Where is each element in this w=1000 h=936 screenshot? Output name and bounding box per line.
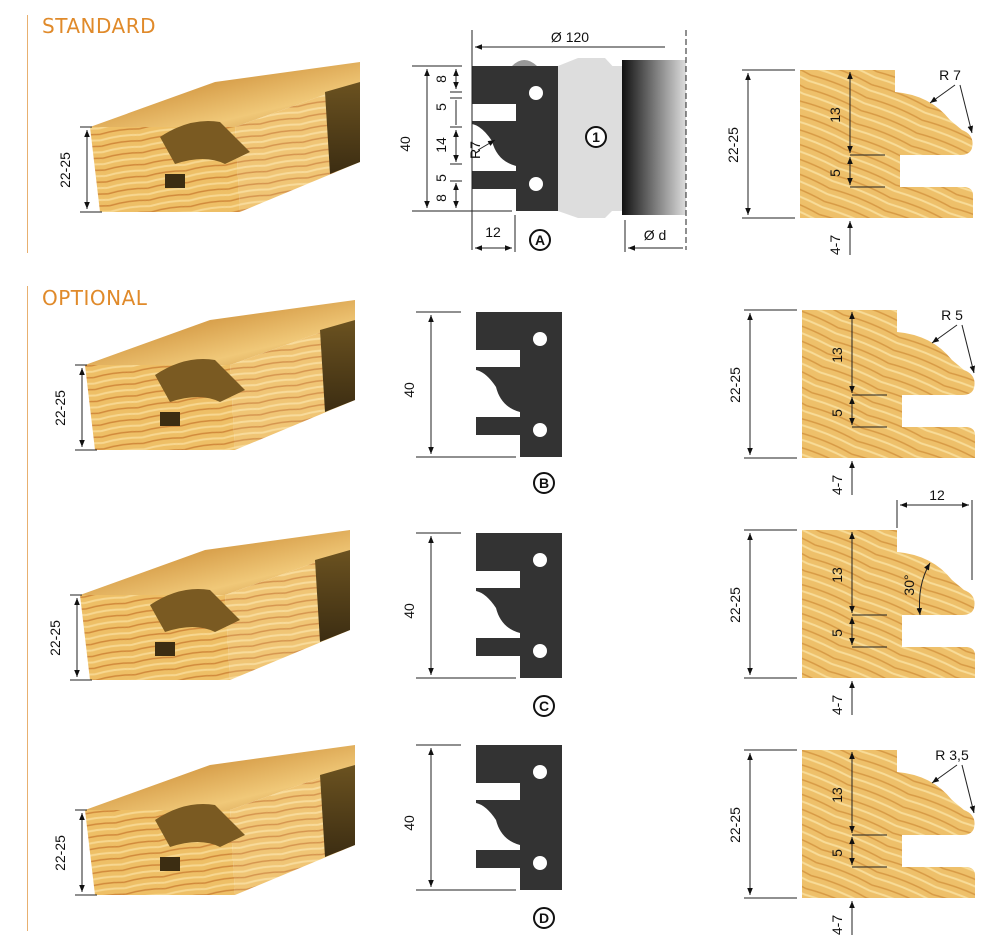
knife-label: A <box>535 232 545 248</box>
knife-hole <box>533 856 547 870</box>
profile-height-label: 22-25 <box>727 367 743 403</box>
groove-cut <box>160 412 180 426</box>
knife-label: B <box>539 475 549 491</box>
block-height-label: 22-25 <box>47 620 63 656</box>
profile-groove-label: 5 <box>829 849 845 857</box>
profile-groove-label: 5 <box>829 409 845 417</box>
wood-profile <box>802 530 975 678</box>
inner-diameter-label: Ø d <box>644 227 667 243</box>
profile-below-label: 4-7 <box>829 915 845 935</box>
profile-below-label: 4-7 <box>827 235 843 255</box>
wood-block-side <box>325 82 360 174</box>
groove-cut <box>165 174 185 188</box>
profile-radius-label: R 3,5 <box>935 747 969 763</box>
profile-width-label: 12 <box>929 487 945 503</box>
groove-cut <box>155 642 175 656</box>
knife-height-label: 40 <box>401 382 417 398</box>
profile-height-label: 22-25 <box>727 587 743 623</box>
radius-leader <box>959 84 974 134</box>
section-rule <box>27 286 28 931</box>
profile-cut <box>160 121 250 164</box>
radius-leader <box>477 139 496 151</box>
profile-cut <box>150 589 240 632</box>
groove-cut <box>160 857 180 871</box>
wood-block-side <box>320 765 355 857</box>
knife-label-circle <box>533 907 555 929</box>
block-height-label: 22-25 <box>57 152 73 188</box>
cutter-body-label-circle <box>585 126 607 148</box>
wood-profile <box>800 70 973 218</box>
knife-height-label: 40 <box>401 815 417 831</box>
wood-block-side <box>315 550 350 642</box>
radius-leader <box>961 324 976 374</box>
section-title-standard: STANDARD <box>42 14 157 38</box>
radius-leader <box>929 84 956 104</box>
knife-segment-label: 5 <box>433 103 449 111</box>
profile-upper-label: 13 <box>829 347 845 363</box>
radius-leader <box>961 764 976 814</box>
radius-leader <box>931 324 958 344</box>
knife-height-label: 40 <box>401 603 417 619</box>
screw-icon <box>512 60 537 66</box>
knife-segment-label: 14 <box>433 137 449 153</box>
knife-profile <box>476 745 562 890</box>
knife-radius-label: R7 <box>467 141 483 159</box>
profile-height-label: 22-25 <box>725 127 741 163</box>
wood-profile <box>802 750 975 898</box>
profile-upper-label: 13 <box>827 107 843 123</box>
profile-cut <box>155 359 245 402</box>
knife-profile <box>472 66 558 211</box>
knife-segment-label: 5 <box>433 174 449 182</box>
block-height-label: 22-25 <box>52 835 68 871</box>
knife-height-label: 40 <box>397 136 413 152</box>
profile-groove-label: 5 <box>827 169 843 177</box>
wood-profile <box>802 310 975 458</box>
knife-label: C <box>539 698 549 714</box>
profile-groove-label: 5 <box>829 629 845 637</box>
knife-label-circle <box>533 472 555 494</box>
knife-hole <box>533 765 547 779</box>
section-rule <box>27 15 28 253</box>
profile-radius-label: R 5 <box>941 307 963 323</box>
knife-segment-label: 8 <box>433 75 449 83</box>
profile-below-label: 4-7 <box>829 475 845 495</box>
cutter-hub <box>622 60 686 215</box>
knife-hole <box>533 644 547 658</box>
knife-hole <box>533 332 547 346</box>
wood-block-top <box>80 530 350 595</box>
bore-diameter-label: Ø 120 <box>551 29 589 45</box>
profile-height-label: 22-25 <box>727 807 743 843</box>
wood-block-top <box>85 745 355 810</box>
knife-profile <box>476 533 562 678</box>
cutter-body-label: 1 <box>592 129 600 145</box>
profile-radius-label: R 7 <box>939 67 961 83</box>
knife-profile <box>476 312 562 457</box>
knife-hole <box>533 553 547 567</box>
section-title-optional: OPTIONAL <box>42 286 148 310</box>
wood-block-top <box>90 62 360 127</box>
profile-angle-label: 30° <box>901 574 917 595</box>
radius-leader <box>931 764 958 784</box>
knife-label-circle <box>529 229 551 251</box>
knife-label: D <box>539 910 549 926</box>
profile-cut <box>155 804 245 847</box>
knife-hole <box>529 177 543 191</box>
knife-hole <box>533 423 547 437</box>
wood-block-side <box>320 320 355 412</box>
profile-below-label: 4-7 <box>829 695 845 715</box>
wood-block-top <box>85 300 355 365</box>
knife-hole <box>529 86 543 100</box>
knife-segment-label: 8 <box>433 194 449 202</box>
profile-upper-label: 13 <box>829 787 845 803</box>
angle-arc <box>916 562 931 616</box>
profile-upper-label: 13 <box>829 567 845 583</box>
knife-width-label: 12 <box>485 224 501 240</box>
knife-label-circle <box>533 695 555 717</box>
block-height-label: 22-25 <box>52 390 68 426</box>
